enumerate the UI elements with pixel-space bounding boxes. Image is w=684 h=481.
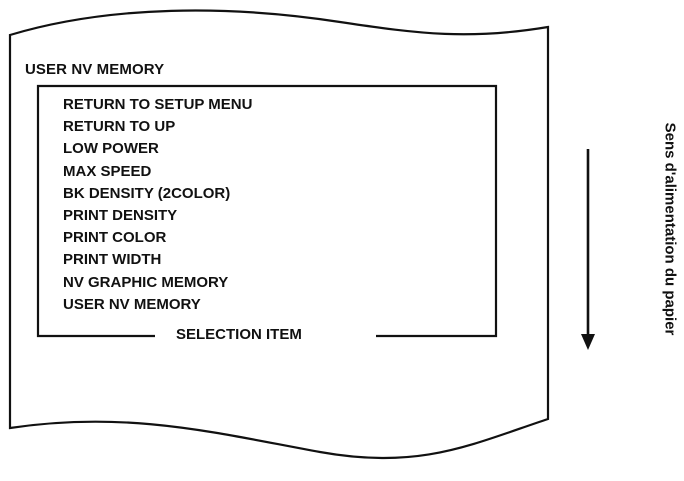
selection-item-label: SELECTION ITEM xyxy=(176,326,302,343)
selection-frame xyxy=(36,84,498,338)
menu-item: RETURN TO SETUP MENU xyxy=(63,96,253,113)
paper-outline xyxy=(8,9,550,460)
feed-direction-label: Sens d'alimentation du papier xyxy=(661,122,679,336)
menu-list: RETURN TO SETUP MENU RETURN TO UP LOW PO… xyxy=(63,94,252,316)
menu-item: PRINT DENSITY xyxy=(63,207,178,225)
menu-item: PRINT WIDTH xyxy=(63,251,162,269)
menu-item: BK DENSITY (2COLOR) xyxy=(63,184,231,202)
menu-item: USER NV MEMORY xyxy=(63,295,201,313)
menu-item: NV GRAPHIC MEMORY xyxy=(63,273,229,291)
menu-item: MAX SPEED xyxy=(63,162,152,180)
menu-item: RETURN TO UP xyxy=(63,118,176,136)
header-title: USER NV MEMORY xyxy=(25,61,165,78)
menu-item: PRINT COLOR xyxy=(63,229,167,247)
menu-item: LOW POWER xyxy=(63,140,159,158)
feed-direction-arrow xyxy=(581,149,595,350)
